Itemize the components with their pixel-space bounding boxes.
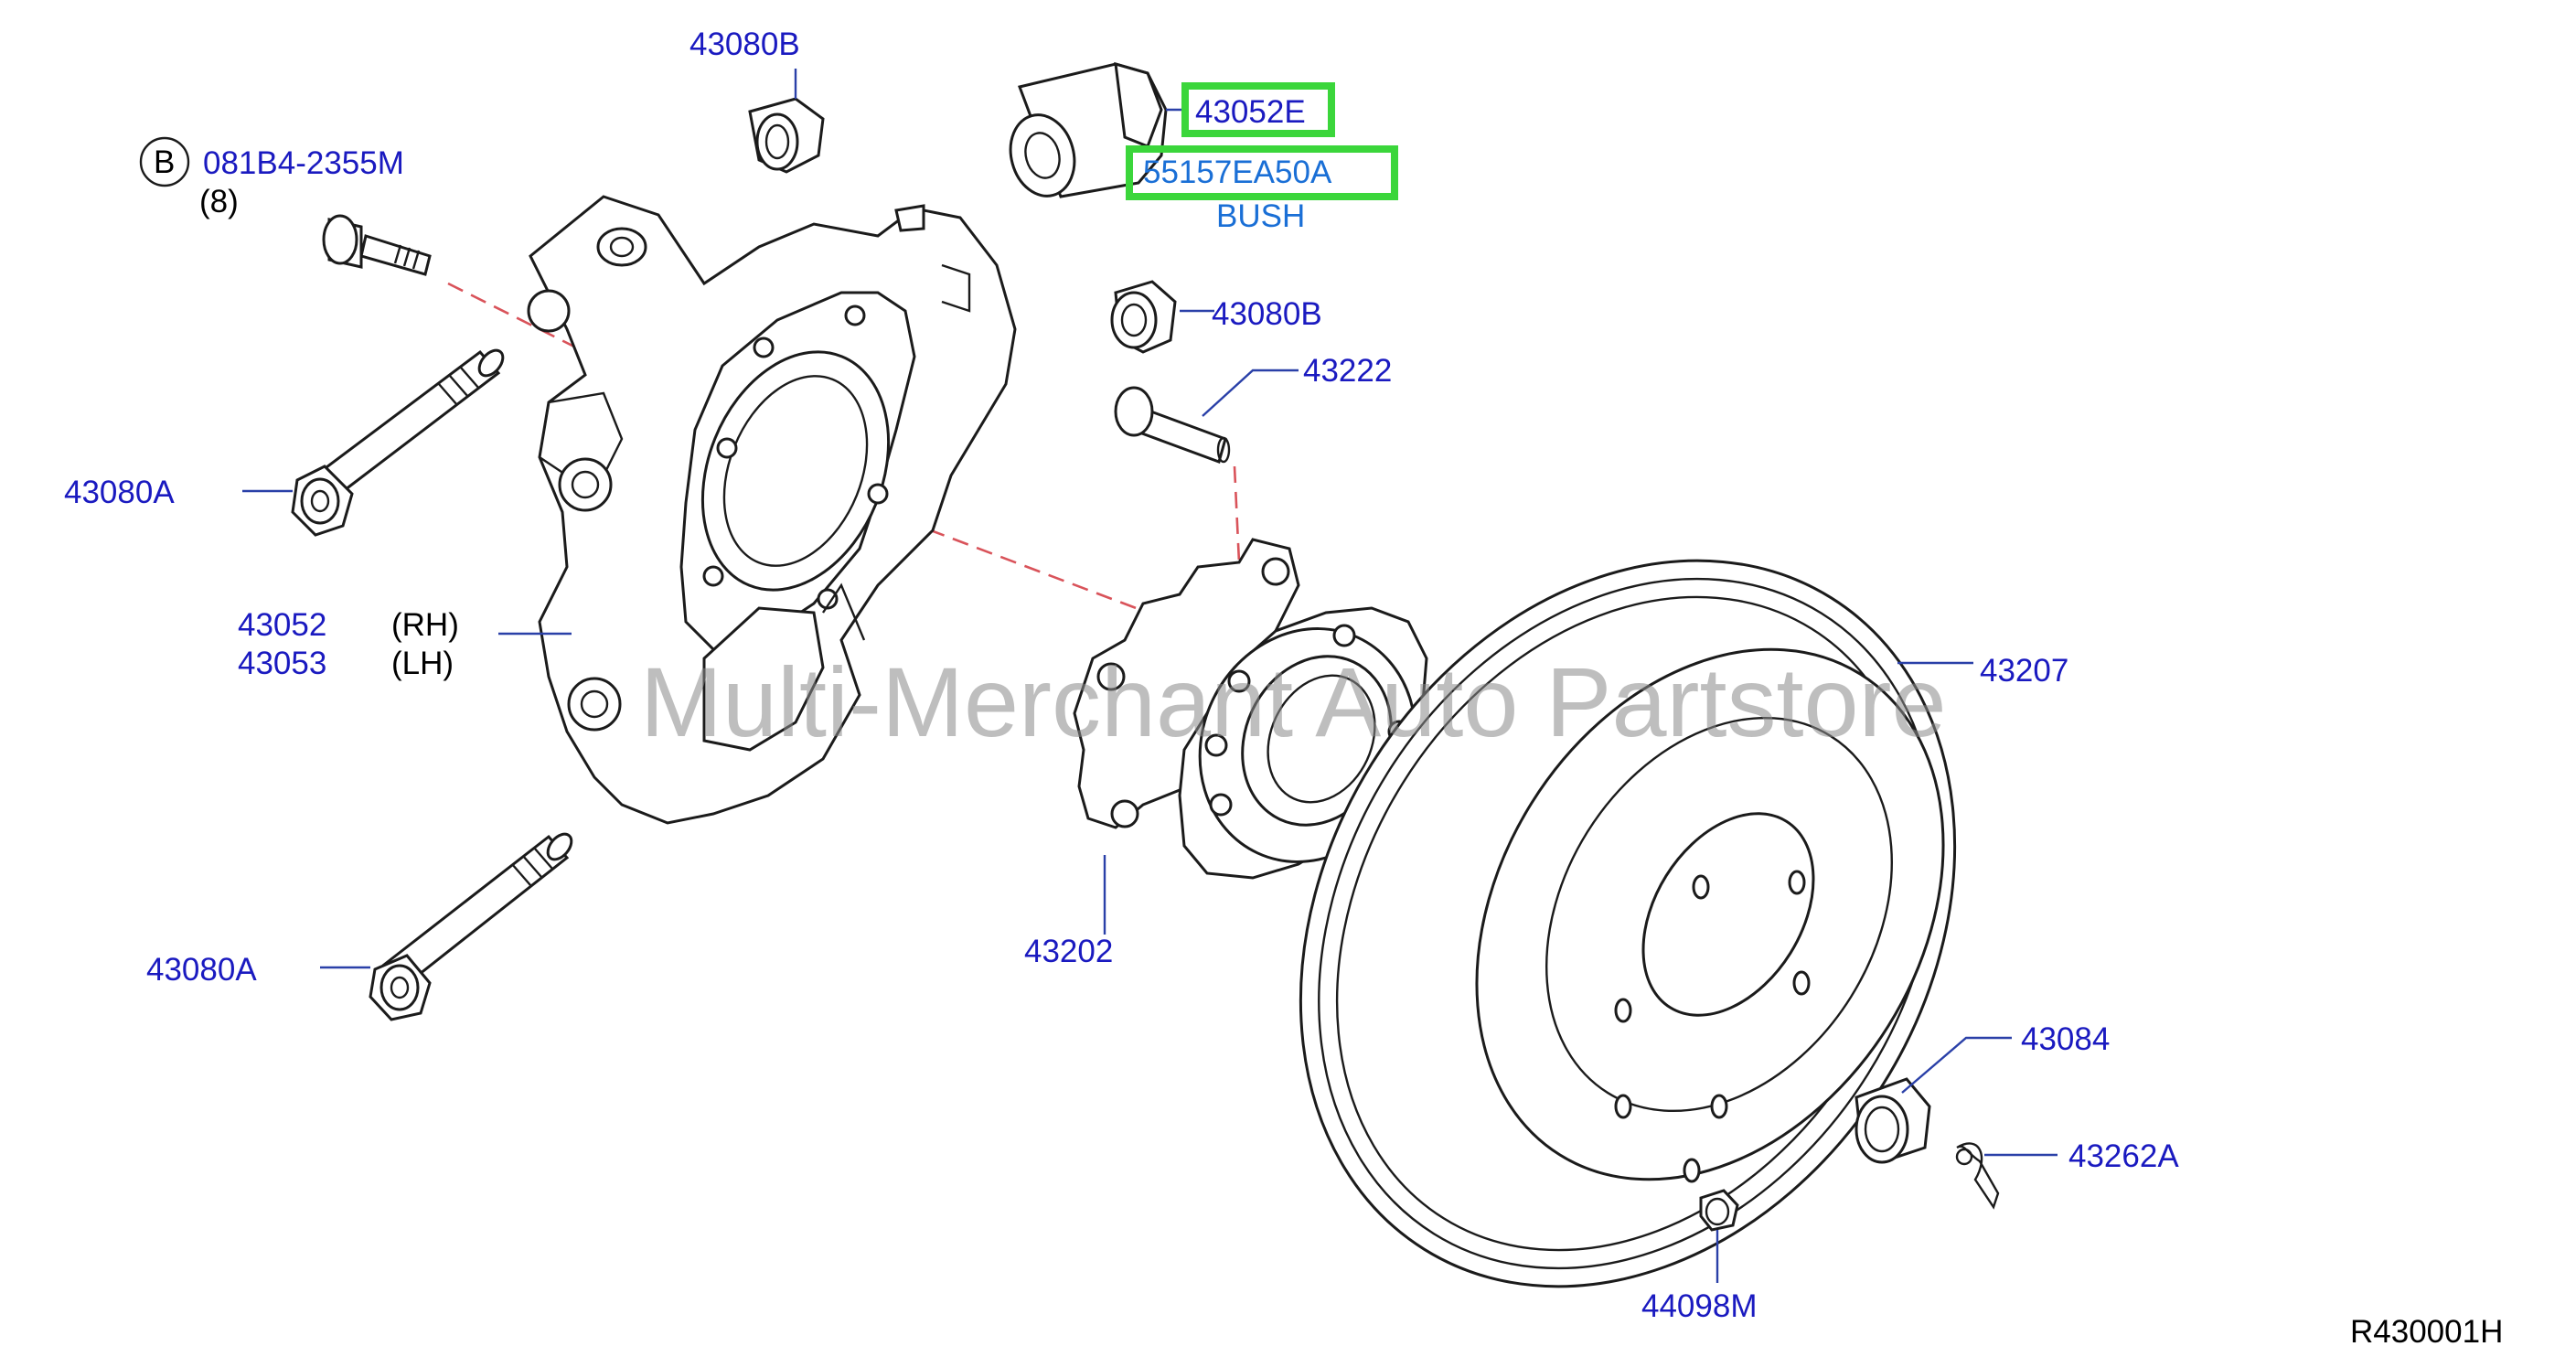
bolt-43080a-lower — [369, 832, 573, 1021]
label-43052: 43052 — [238, 607, 326, 643]
label-43262a: 43262A — [2068, 1138, 2179, 1174]
label-rh: (RH) — [391, 607, 459, 643]
clip-43262a — [1955, 1142, 2000, 1210]
label-44098m: 44098M — [1641, 1288, 1757, 1324]
drawing-code: R430001H — [2350, 1314, 2503, 1350]
bolt-quantity: (8) — [199, 184, 239, 219]
label-43080b-top: 43080B — [689, 27, 800, 62]
label-55157ea50a: 55157EA50A — [1143, 155, 1332, 190]
label-43052e: 43052E — [1195, 94, 1306, 130]
label-43080a-lower: 43080A — [146, 952, 257, 988]
leader-lines — [242, 69, 2058, 1283]
label-bush: BUSH — [1216, 198, 1305, 234]
label-081b4-2355m: 081B4-2355M — [203, 145, 404, 181]
label-43222: 43222 — [1303, 353, 1392, 389]
bushing-43080b-top — [748, 97, 825, 174]
highlight-55157ea50a — [1126, 145, 1398, 200]
bolt-reference: B 081B4-2355M (8) — [139, 136, 404, 219]
bush-43052e — [1009, 61, 1168, 198]
hub-cap-43084 — [1855, 1077, 1931, 1164]
steering-knuckle — [527, 195, 1017, 825]
label-43080a-upper: 43080A — [64, 475, 175, 510]
plug-44098m — [1699, 1189, 1739, 1232]
bolt-081b4 — [322, 214, 432, 276]
wheel-stud-43222 — [1114, 386, 1231, 464]
brake-rotor-43207 — [1299, 559, 1957, 1288]
label-lh: (LH) — [391, 646, 454, 681]
bushing-43080b-mid — [1110, 280, 1177, 354]
watermark: Multi-Merchant Auto Partstore — [640, 646, 1947, 757]
label-43080b-mid: 43080B — [1212, 296, 1322, 332]
bolt-43080a-upper — [291, 348, 505, 537]
reference-circle-icon — [139, 136, 190, 187]
highlight-43052e — [1181, 82, 1335, 137]
bolt-ref-letter: B — [154, 144, 175, 180]
label-43202: 43202 — [1024, 934, 1113, 969]
label-43207: 43207 — [1980, 653, 2068, 689]
label-43053: 43053 — [238, 646, 326, 681]
label-43084: 43084 — [2021, 1021, 2110, 1057]
